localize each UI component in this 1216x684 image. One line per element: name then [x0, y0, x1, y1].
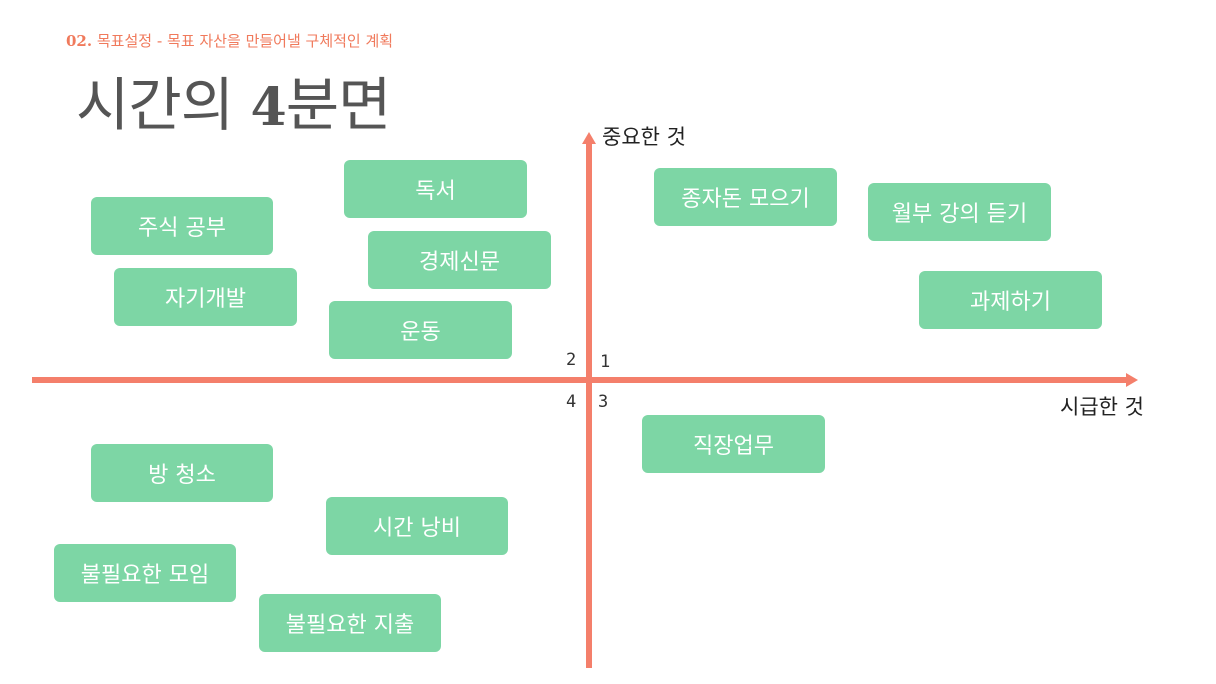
task-seed-money: 종자돈 모으기: [654, 168, 837, 226]
quadrant-1-label: 1: [600, 352, 611, 372]
horizontal-axis: [32, 377, 1128, 383]
quadrant-2-label: 2: [566, 350, 577, 370]
task-exercise: 운동: [329, 301, 512, 359]
horizontal-axis-arrow: [1126, 373, 1138, 387]
vertical-axis: [586, 142, 592, 668]
vertical-axis-arrow: [582, 132, 596, 144]
section-subtitle: 02. 목표설정 - 목표 자산을 만들어낼 구체적인 계획: [66, 30, 393, 51]
section-text: 목표설정 - 목표 자산을 만들어낼 구체적인 계획: [92, 32, 394, 50]
task-unnecessary-spending: 불필요한 지출: [259, 594, 441, 652]
title-text-before: 시간의: [76, 71, 251, 139]
horizontal-axis-label: 시급한 것: [1060, 395, 1144, 419]
task-economic-newspaper: 경제신문: [368, 231, 551, 289]
task-unnecessary-meeting: 불필요한 모임: [54, 544, 236, 602]
page-title: 시간의 4분면: [76, 58, 392, 142]
title-bold-number: 4: [250, 77, 287, 138]
task-assignment: 과제하기: [919, 271, 1102, 329]
task-reading: 독서: [344, 160, 527, 218]
section-number: 02.: [66, 32, 93, 50]
task-room-cleaning: 방 청소: [91, 444, 273, 502]
quadrant-4-label: 4: [566, 392, 577, 412]
task-stock-study: 주식 공부: [91, 197, 273, 255]
quadrant-3-label: 3: [598, 392, 609, 412]
task-time-waste: 시간 낭비: [326, 497, 508, 555]
task-work: 직장업무: [642, 415, 825, 473]
task-self-development: 자기개발: [114, 268, 297, 326]
title-text-after: 분면: [285, 71, 392, 139]
task-lecture: 월부 강의 듣기: [868, 183, 1051, 241]
vertical-axis-label: 중요한 것: [602, 125, 686, 149]
